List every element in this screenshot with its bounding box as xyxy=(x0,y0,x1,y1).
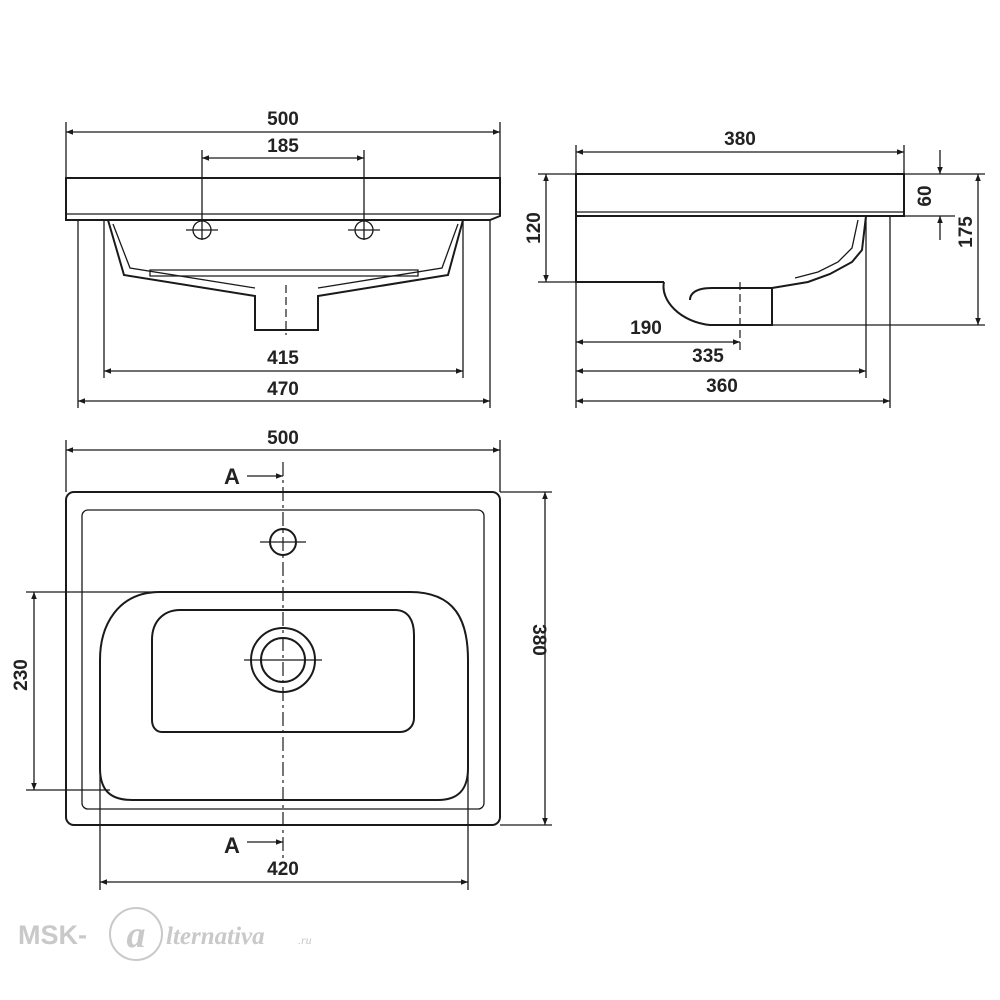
watermark-suffix: .ru xyxy=(298,933,312,947)
watermark-logo: MSK- a lternativa .ru xyxy=(18,907,312,961)
front-extension-lines xyxy=(65,122,501,408)
side-depth-dim: 380 xyxy=(724,129,756,150)
plan-depth-dim: 380 xyxy=(528,624,549,656)
plan-extension-lines xyxy=(26,440,552,890)
section-label-bottom: A xyxy=(224,833,240,858)
at-sign-icon: a xyxy=(109,907,163,961)
plan-width-dim: 500 xyxy=(267,428,299,449)
plan-bowl-width-dim: 420 xyxy=(267,859,299,880)
front-view: 500 185 415 470 xyxy=(65,109,501,408)
plan-bowl-depth-dim: 230 xyxy=(11,659,32,691)
front-dimension-lines xyxy=(66,129,500,404)
section-label-top: A xyxy=(224,464,240,489)
side-view: 380 120 60 175 190 335 360 xyxy=(524,129,985,408)
front-width-dim: 500 xyxy=(267,109,299,130)
svg-text:a: a xyxy=(127,914,146,956)
side-extension-lines xyxy=(538,145,985,408)
watermark-script: lternativa xyxy=(166,923,265,950)
side-base-depth-dim: 360 xyxy=(706,376,738,397)
plan-view: A A 500 380 230 420 xyxy=(11,428,552,890)
front-tap-spacing-dim: 185 xyxy=(267,136,299,157)
front-base-width-dim: 470 xyxy=(267,379,299,400)
side-basin-height-dim: 120 xyxy=(524,212,545,244)
front-view-outline xyxy=(65,177,501,335)
plan-dimension-lines xyxy=(31,447,548,885)
side-rim-height-dim: 60 xyxy=(915,185,936,206)
side-drain-offset-dim: 190 xyxy=(630,318,662,339)
watermark-prefix: MSK- xyxy=(18,920,87,950)
front-inner-width-dim: 415 xyxy=(267,348,299,369)
side-drain-to-back-dim: 335 xyxy=(692,346,724,367)
side-total-height-dim: 175 xyxy=(956,216,977,248)
plan-view-outline xyxy=(65,462,501,858)
side-dimension-lines xyxy=(543,149,981,404)
